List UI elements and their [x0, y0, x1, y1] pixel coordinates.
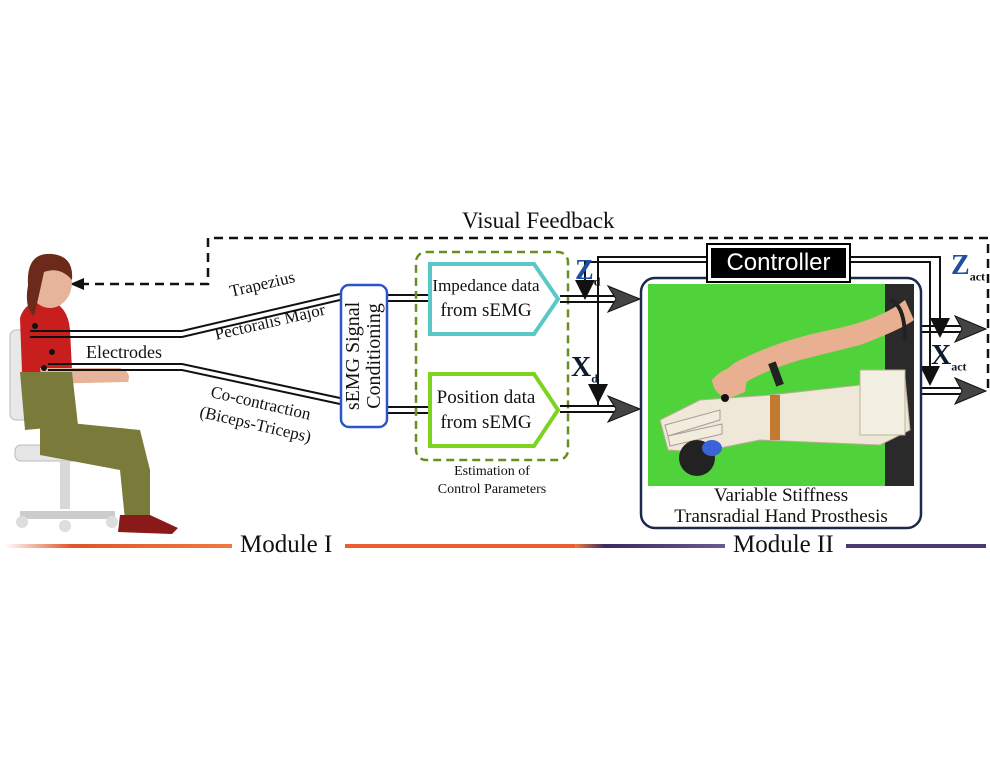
module1-line [4, 544, 232, 548]
electrode-cables [30, 293, 341, 405]
prosthesis-caption: Variable Stiffness Transradial Hand Pros… [645, 485, 917, 527]
prosthesis-outputs [918, 325, 962, 395]
estimation-line2: Control Parameters [437, 482, 547, 497]
position-line2: from sEMG [440, 412, 532, 433]
impedance-line1: Impedance data [432, 276, 540, 295]
module2-line [575, 544, 725, 548]
visual-feedback-label: Visual Feedback [462, 208, 615, 233]
prosthesis-photo [648, 284, 914, 486]
arrow-x-act [953, 376, 988, 406]
module2-label: Module II [733, 531, 834, 558]
estimation-line1: Estimation of [454, 464, 530, 479]
signal-conditioning-line1: sEMG Signal [342, 301, 364, 411]
impedance-line2: from sEMG [440, 300, 532, 321]
seated-person-illustration [9, 253, 178, 534]
conditioning-to-blocks [388, 294, 428, 414]
controller-loops [575, 256, 950, 406]
impedance-block [428, 262, 561, 336]
arrow-position [606, 394, 642, 424]
x-actual-symbol: Xact [931, 340, 967, 374]
z-actual-symbol: Zact [951, 250, 986, 284]
z-desired-symbol: Zd [575, 255, 601, 289]
electrodes-label: Electrodes [86, 342, 162, 362]
module2-line-right [846, 544, 986, 548]
signal-conditioning-line2: Conditioning [363, 303, 385, 409]
arrow-z-act [953, 314, 988, 344]
signal-conditioning-box [339, 283, 389, 429]
estimation-box [414, 250, 570, 462]
arrow-impedance [606, 284, 642, 314]
position-block [428, 372, 561, 448]
module1-label: Module I [240, 531, 333, 558]
prosthesis-caption-line2: Transradial Hand Prosthesis [674, 506, 888, 527]
visual-feedback-loop [70, 236, 990, 388]
position-block-text: Position data from sEMG [430, 385, 542, 435]
position-line1: Position data [436, 387, 536, 408]
controller-label: Controller [706, 243, 851, 283]
prosthesis-caption-line1: Variable Stiffness [713, 485, 849, 506]
module1-line-right [345, 544, 575, 548]
estimation-label: Estimation of Control Parameters [412, 463, 572, 499]
impedance-block-text: Impedance data from sEMG [430, 273, 542, 323]
x-desired-symbol: Xd [571, 352, 598, 386]
